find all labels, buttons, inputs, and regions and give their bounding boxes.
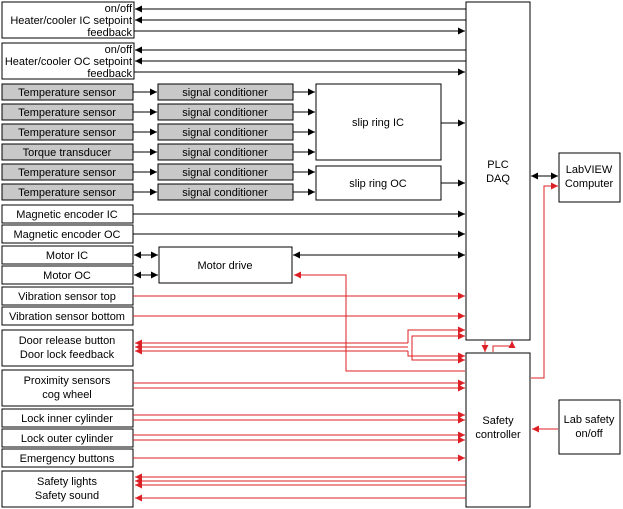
heater-ic-feedback: feedback: [87, 27, 132, 39]
motor-ic-label: Motor IC: [46, 250, 88, 262]
signal-conditioner-label: signal conditioner: [182, 147, 268, 159]
heater-ic-onoff: on/off: [105, 3, 133, 15]
safety-motor-drive-link: [294, 271, 465, 372]
safety-controller-box: [465, 352, 531, 508]
labview-computer-box: [558, 152, 621, 203]
lock-inner-label: Lock inner cylinder: [21, 413, 113, 425]
sensor-row: Temperature sensor signal conditioner: [1, 123, 315, 141]
lock-outer-label: Lock outer cylinder: [21, 433, 114, 445]
safety-lights-label: Safety lights: [37, 476, 97, 488]
motor-oc-box: [1, 265, 134, 285]
door-release-label: Door release button: [19, 335, 116, 347]
signal-conditioner-label: signal conditioner: [182, 167, 268, 179]
plc-label: PLC: [487, 159, 508, 171]
proximity-sensors-box: [1, 369, 134, 407]
heater-cooler-oc-box: [1, 42, 135, 80]
slip-ring-oc-label: slip ring OC: [349, 178, 407, 190]
safety-label: Safety: [482, 415, 514, 427]
sensor-row: Temperature sensor signal conditioner: [1, 83, 315, 101]
vibration-sensor-bottom-label: Vibration sensor bottom: [9, 311, 125, 323]
door-lock-feedback-label: Door lock feedback: [20, 349, 115, 361]
controller-label: controller: [475, 429, 521, 441]
lab-safety-box: [558, 399, 621, 455]
signal-conditioner-label: signal conditioner: [182, 87, 268, 99]
magnetic-encoder-ic-label: Magnetic encoder IC: [16, 209, 118, 221]
heater-oc-feedback: feedback: [87, 68, 132, 80]
lock-inner-cylinder-box: [1, 408, 134, 428]
proximity-signal-lines: [133, 379, 465, 392]
proximity-label: Proximity sensors: [24, 375, 111, 387]
sensor-row: Temperature sensor signal conditioner: [1, 163, 315, 181]
lock-outer-signal-lines: [133, 431, 465, 444]
motor-ic-box: [1, 245, 134, 265]
safety-labview-link: [531, 182, 558, 379]
plc-safety-link: [481, 341, 516, 352]
sensor-row: Temperature sensor signal conditioner: [1, 183, 315, 201]
signal-conditioner-label: signal conditioner: [182, 187, 268, 199]
signal-conditioner-label: signal conditioner: [182, 107, 268, 119]
vibration-sensor-top-label: Vibration sensor top: [18, 291, 116, 303]
heater-oc-onoff: on/off: [105, 44, 133, 56]
slip-ring-ic-box: [315, 83, 442, 161]
heater-ic-setpoint: Heater/cooler IC setpoint: [10, 15, 132, 27]
lock-inner-signal-lines: [133, 411, 465, 424]
sensor-label: Torque transducer: [23, 147, 112, 159]
sensor-label: Temperature sensor: [18, 167, 116, 179]
safety-lights-box: [1, 470, 134, 508]
plc-daq-box: [465, 1, 531, 341]
motor-drive-label: Motor drive: [197, 260, 252, 272]
motor-drive-box: [158, 246, 293, 284]
sensor-label: Temperature sensor: [18, 87, 116, 99]
emergency-label: Emergency buttons: [20, 453, 115, 465]
sensor-label: Temperature sensor: [18, 107, 116, 119]
lab-safety-label: Lab safety: [564, 414, 615, 426]
lock-outer-cylinder-box: [1, 428, 134, 448]
lab-safety-onoff-label: on/off: [575, 428, 603, 440]
slip-ring-oc-box: [315, 165, 442, 201]
heater-oc-setpoint: Heater/cooler OC setpoint: [5, 56, 132, 68]
cog-wheel-label: cog wheel: [42, 389, 92, 401]
door-box: [1, 329, 134, 367]
heater-cooler-ic-box: [1, 1, 135, 39]
magnetic-encoder-oc-label: Magnetic encoder OC: [14, 229, 121, 241]
safety-sound-label: Safety sound: [35, 490, 99, 502]
sensor-label: Temperature sensor: [18, 127, 116, 139]
slip-ring-ic-label: slip ring IC: [352, 117, 404, 129]
door-signal-lines: [135, 326, 465, 364]
signal-conditioner-label: signal conditioner: [182, 127, 268, 139]
sensor-row: Temperature sensor signal conditioner: [1, 103, 315, 121]
computer-label: Computer: [565, 178, 614, 190]
motor-oc-label: Motor OC: [43, 270, 91, 282]
sensor-row: Torque transducer signal conditioner: [1, 143, 315, 161]
safety-lights-signal-lines: [135, 473, 466, 502]
labview-label: LabVIEW: [566, 164, 613, 176]
daq-label: DAQ: [486, 173, 510, 185]
sensor-label: Temperature sensor: [18, 187, 116, 199]
